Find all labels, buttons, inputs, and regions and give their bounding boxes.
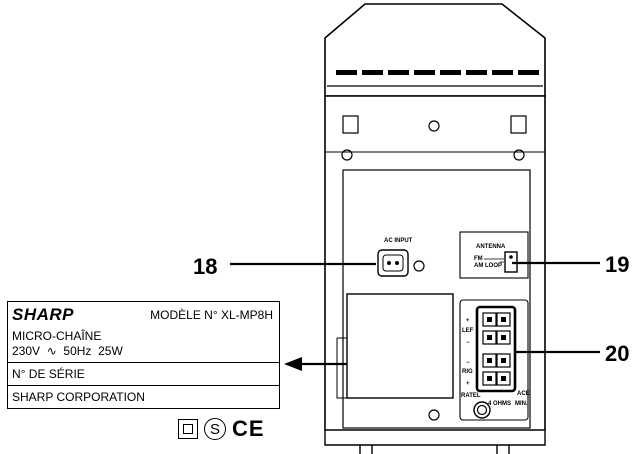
- ac-pin-a: [387, 261, 391, 265]
- model-number: MODÈLE N° XL-MP8H: [150, 308, 273, 322]
- base-feet: [324, 430, 546, 454]
- callout-20: 20: [605, 341, 629, 366]
- brand-logo: SHARP: [12, 305, 75, 324]
- screw-left: [341, 149, 353, 161]
- plate-header: SHARP MODÈLE N° XL-MP8H MICRO-CHAÎNE 230…: [8, 302, 279, 363]
- antenna-label: ANTENNA: [476, 244, 506, 250]
- antenna-block: [459, 231, 529, 279]
- minus-right-label: −: [466, 360, 470, 366]
- product-name: MICRO-CHAÎNE: [12, 329, 102, 343]
- speaker-terminals: [482, 312, 511, 386]
- ac-input-label: AC INPUT: [384, 238, 413, 244]
- mount-tab-left: [342, 115, 359, 134]
- minus-left-label: −: [466, 340, 470, 346]
- left-label: LEF: [462, 328, 474, 334]
- loop-label: LOOP: [485, 263, 502, 269]
- terminal-screw-inner: [476, 404, 488, 416]
- ac-screw: [413, 260, 425, 272]
- speaker-terminal-holes: [487, 317, 506, 381]
- impedance-label: ACE: [517, 391, 530, 397]
- terminal-screw-outer: [473, 401, 491, 419]
- plate-arrow-head: [284, 357, 302, 371]
- callout-18: 18: [193, 254, 217, 279]
- ac-input-socket: [377, 249, 409, 277]
- rating-plate: SHARP MODÈLE N° XL-MP8H MICRO-CHAÎNE 230…: [7, 301, 280, 409]
- min-label: MIN.: [515, 401, 528, 407]
- mount-tab-right: [510, 115, 527, 134]
- screw-top-center: [428, 120, 440, 132]
- screw-bottom-center: [428, 409, 440, 421]
- right-label: RIG: [462, 369, 473, 375]
- plus-left-label: +: [466, 318, 470, 324]
- am-label: AM: [474, 263, 483, 269]
- serial-row: N° DE SÉRIE: [8, 363, 279, 386]
- upper-band: [324, 95, 546, 153]
- corporation-row: SHARP CORPORATION: [12, 390, 145, 404]
- antenna-terminal-dot: [509, 255, 513, 259]
- vent-slots: [336, 70, 539, 75]
- power-rating: 230V ∿ 50Hz 25W: [12, 344, 123, 358]
- fm-label: FM: [474, 256, 483, 262]
- ac-pin-b: [395, 261, 399, 265]
- ohms-label: 4 OHMS: [488, 401, 511, 407]
- top-cap: [324, 3, 546, 97]
- ce-mark-icon: CE: [232, 416, 265, 441]
- double-insulation-icon: [178, 419, 198, 439]
- ac-input-socket-inner: [382, 254, 404, 272]
- back-plate: [342, 169, 531, 429]
- rated-label: RATEL: [461, 393, 481, 399]
- plus-right-label: +: [466, 381, 470, 387]
- speaker-terminal-block: [475, 305, 517, 393]
- s-mark-icon: S: [204, 418, 226, 440]
- speaker-cover-edge: [336, 337, 347, 399]
- speaker-terminal-panel: [459, 299, 529, 421]
- screw-right: [513, 149, 525, 161]
- speaker-cover: [346, 293, 454, 399]
- certification-marks: S CE: [178, 415, 265, 443]
- callout-19: 19: [605, 252, 629, 277]
- antenna-lines: [484, 258, 504, 263]
